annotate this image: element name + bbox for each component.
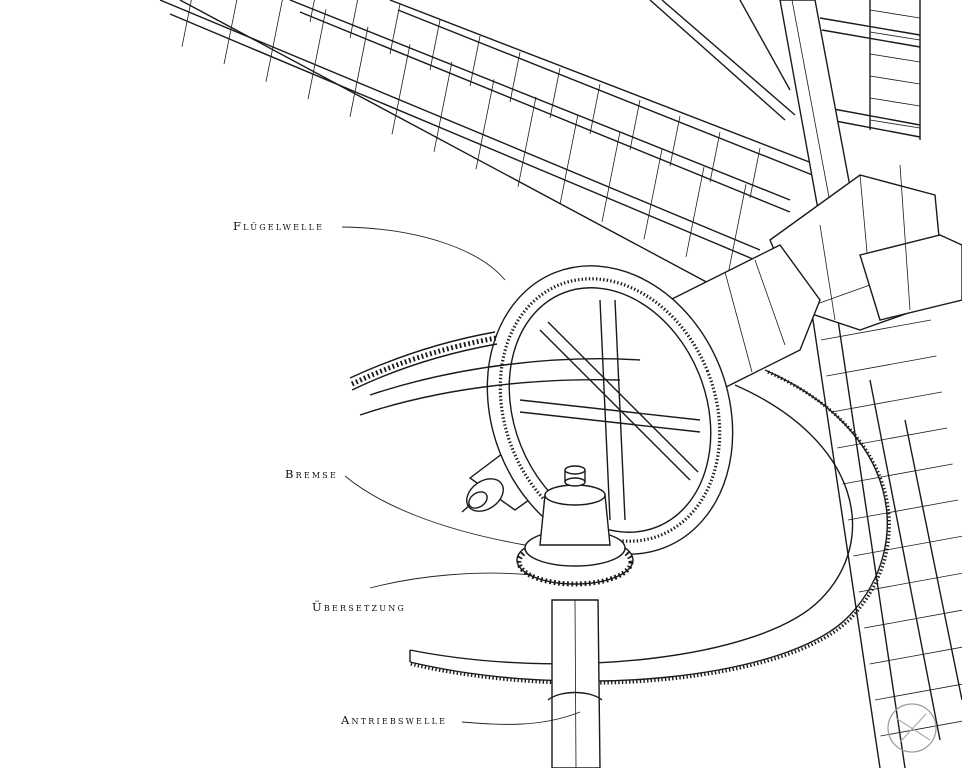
sail-slat	[864, 609, 962, 629]
upright-shaft	[547, 599, 603, 769]
label-uebersetzung: Übersetzung	[312, 600, 406, 614]
sail-slat	[820, 319, 932, 341]
label-antriebswelle: Antriebswelle	[341, 713, 448, 727]
brake-wheel	[486, 265, 734, 555]
brake-band	[349, 331, 498, 391]
label-bremse: Bremse	[285, 467, 339, 481]
sail-slat	[869, 119, 921, 129]
sail-slat	[831, 391, 942, 413]
sail-slat	[826, 355, 937, 377]
sail-slat	[709, 131, 721, 183]
sail-lower-right	[809, 299, 962, 769]
sail-slat	[223, 0, 238, 65]
label-fluegelwelle: Flügelwelle	[233, 219, 325, 233]
sail-slat	[749, 147, 761, 199]
sail-slat	[643, 149, 663, 240]
sail-slat	[842, 463, 953, 485]
sail-slat	[869, 646, 962, 665]
sail-slat	[307, 9, 327, 100]
sail-slat	[389, 3, 401, 55]
sail-slat	[475, 79, 495, 170]
sail-slat	[727, 184, 747, 275]
sail-slat	[858, 572, 962, 593]
sail-slat	[349, 0, 359, 39]
sail-slat	[874, 683, 962, 701]
sail-slat	[847, 499, 959, 521]
sail-slat	[629, 99, 641, 151]
sail-slat	[869, 53, 921, 63]
sail-slat	[517, 96, 537, 187]
sail-slat	[685, 166, 705, 257]
sail-slat	[349, 26, 369, 117]
wallower-gear	[516, 465, 634, 587]
sail-slat	[669, 115, 681, 167]
sail-slat	[429, 19, 441, 71]
sail-slat	[391, 44, 411, 135]
sail-slat	[309, 0, 315, 23]
sail-slat	[469, 35, 481, 87]
leader-lines	[341, 226, 581, 725]
sail-upper-left	[159, 0, 831, 301]
sail-slat	[869, 9, 921, 19]
sail-slat	[853, 535, 962, 557]
sail-slat	[837, 427, 948, 449]
sail-upper-right	[649, 0, 921, 140]
sail-slat	[869, 97, 921, 107]
sail-slat	[433, 61, 453, 152]
sail-slat	[559, 114, 579, 205]
sail-slat	[589, 83, 601, 135]
sail-slat	[549, 67, 561, 119]
sail-slat	[869, 31, 921, 41]
sail-slat	[265, 0, 283, 82]
sail-slat	[869, 75, 921, 85]
sail-slat	[509, 51, 521, 103]
corner-emblem-icon	[887, 703, 937, 753]
sail-slat	[181, 0, 192, 47]
sail-slat	[601, 131, 621, 222]
